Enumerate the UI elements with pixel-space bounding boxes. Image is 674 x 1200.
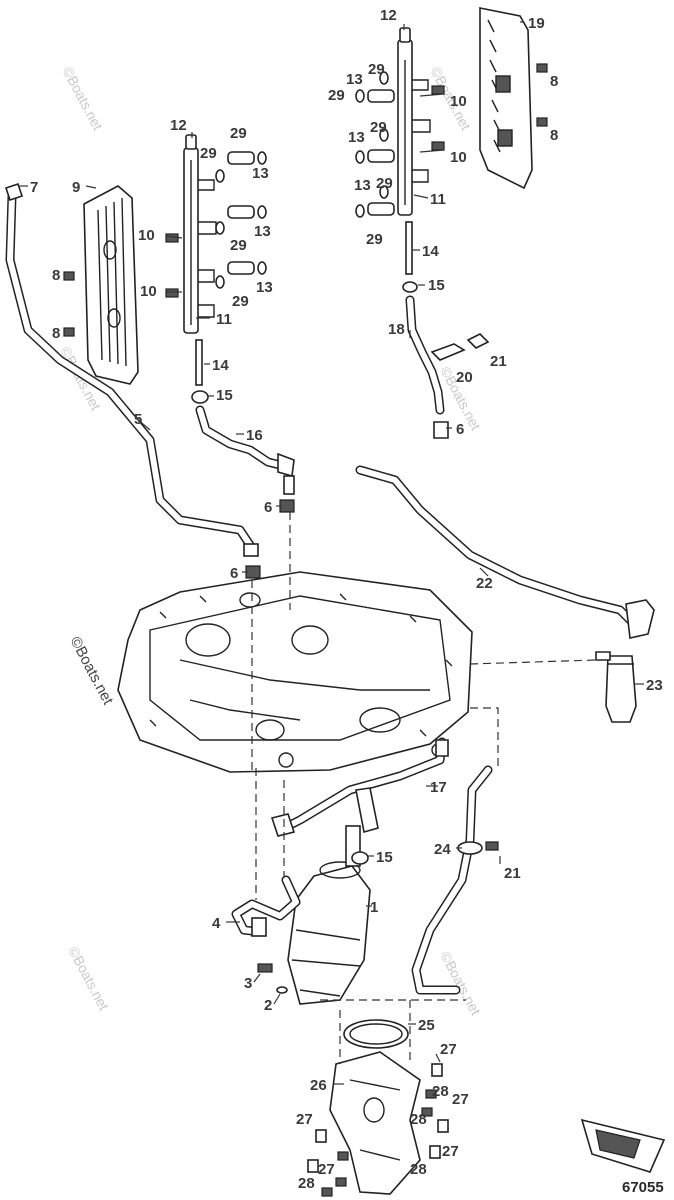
callout-10: 10 xyxy=(450,149,467,166)
callout-14: 14 xyxy=(212,357,229,374)
leader-lines xyxy=(18,21,644,1085)
callout-6: 6 xyxy=(230,565,238,582)
callout-8: 8 xyxy=(52,325,60,342)
callout-8: 8 xyxy=(52,267,60,284)
callout-24: 24 xyxy=(434,841,451,858)
callout-8: 8 xyxy=(550,73,558,90)
callout-26: 26 xyxy=(310,1077,327,1094)
callout-15: 15 xyxy=(428,277,445,294)
callout-11: 11 xyxy=(216,311,232,328)
callout-4: 4 xyxy=(212,915,221,932)
bolt xyxy=(63,233,179,337)
callout-29: 29 xyxy=(368,61,385,78)
fitting xyxy=(245,565,261,579)
rail-cover-right xyxy=(479,7,533,190)
washer xyxy=(276,986,288,994)
adapter-plate xyxy=(117,571,473,773)
vent-hose-right xyxy=(355,465,655,639)
seal-ring xyxy=(343,1019,409,1049)
callout-18: 18 xyxy=(388,321,405,338)
callout-27: 27 xyxy=(440,1041,457,1058)
callout-10: 10 xyxy=(140,283,157,300)
watermark: ©Boats.net xyxy=(65,944,112,1013)
boat-locator-icon xyxy=(580,1118,666,1173)
callout-15: 15 xyxy=(216,387,233,404)
callout-29: 29 xyxy=(230,125,247,142)
callout-7: 7 xyxy=(30,179,38,196)
callout-3: 3 xyxy=(244,975,252,992)
callout-20: 20 xyxy=(456,369,473,386)
callout-29: 29 xyxy=(376,175,393,192)
callout-23: 23 xyxy=(646,677,663,694)
figure-number: 67055 xyxy=(622,1179,664,1196)
vent-hose-left xyxy=(4,182,259,557)
callout-29: 29 xyxy=(230,237,247,254)
callout-5: 5 xyxy=(134,411,142,428)
callout-29: 29 xyxy=(232,293,249,310)
callout-6: 6 xyxy=(264,499,272,516)
callout-27: 27 xyxy=(452,1091,469,1108)
callout-13: 13 xyxy=(348,129,365,146)
callout-28: 28 xyxy=(298,1175,315,1192)
callout-9: 9 xyxy=(72,179,80,196)
callout-13: 13 xyxy=(254,223,271,240)
callout-1: 1 xyxy=(370,899,378,916)
callout-6: 6 xyxy=(456,421,464,438)
bolt xyxy=(257,963,273,973)
callout-21: 21 xyxy=(490,353,507,370)
callout-11: 11 xyxy=(430,191,446,208)
injector xyxy=(355,71,395,218)
injector xyxy=(215,151,267,289)
seal-ring-inner xyxy=(349,1023,403,1045)
callout-13: 13 xyxy=(252,165,269,182)
callout-29: 29 xyxy=(328,87,345,104)
callout-21: 21 xyxy=(504,865,521,882)
callout-28: 28 xyxy=(410,1111,427,1128)
callout-12: 12 xyxy=(380,7,397,24)
callout-27: 27 xyxy=(318,1161,335,1178)
watermark: ©Boats.net xyxy=(437,949,484,1018)
hose-4 xyxy=(231,875,301,937)
callout-16: 16 xyxy=(246,427,263,444)
feed-line-right xyxy=(402,221,490,439)
fuel-filter xyxy=(595,651,637,723)
callout-28: 28 xyxy=(410,1161,427,1178)
callout-10: 10 xyxy=(138,227,155,244)
callout-22: 22 xyxy=(476,575,493,592)
watermark: ©Boats.net xyxy=(59,64,106,133)
callout-10: 10 xyxy=(450,93,467,110)
callout-29: 29 xyxy=(366,231,383,248)
callout-27: 27 xyxy=(296,1111,313,1128)
callout-13: 13 xyxy=(346,71,363,88)
callout-29: 29 xyxy=(370,119,387,136)
watermark-dark: ©Boats.net xyxy=(66,634,116,708)
grommet xyxy=(307,1063,449,1173)
fuel-rail-left xyxy=(63,134,267,337)
callout-15: 15 xyxy=(376,849,393,866)
callout-28: 28 xyxy=(432,1083,449,1100)
vapor-separator xyxy=(287,825,371,1005)
callout-19: 19 xyxy=(528,15,545,32)
feed-line-left xyxy=(191,339,295,513)
callout-27: 27 xyxy=(442,1143,459,1160)
callout-2: 2 xyxy=(264,997,272,1014)
rail-cover-left xyxy=(83,185,139,385)
callout-29: 29 xyxy=(200,145,217,162)
callout-13: 13 xyxy=(354,177,371,194)
bolt xyxy=(321,1089,437,1197)
mounting-bracket xyxy=(329,1051,421,1195)
callout-12: 12 xyxy=(170,117,187,134)
callout-17: 17 xyxy=(430,779,447,796)
fuel-rail-right xyxy=(355,27,548,218)
dashed-guide-lines xyxy=(251,512,597,1064)
return-hose xyxy=(411,765,499,995)
callout-layer: 12 19 13 29 29 8 10 8 13 29 10 13 29 11 … xyxy=(30,7,663,1192)
vent-hose-lower xyxy=(270,737,449,837)
callout-13: 13 xyxy=(256,279,273,296)
callout-25: 25 xyxy=(418,1017,435,1034)
callout-14: 14 xyxy=(422,243,439,260)
callout-8: 8 xyxy=(550,127,558,144)
